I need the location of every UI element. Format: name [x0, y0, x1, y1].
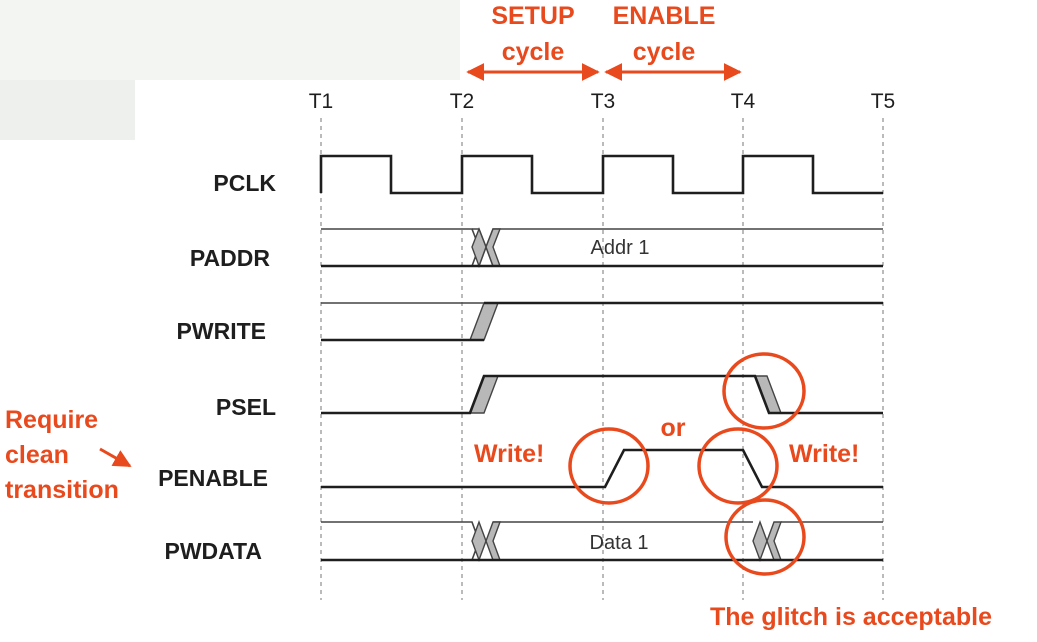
tick-t4: T4 — [731, 90, 756, 113]
tick-t3: T3 — [591, 90, 616, 113]
pclk-wave — [319, 154, 883, 195]
glitch-label: The glitch is acceptable — [710, 603, 992, 631]
signal-paddr: PADDR — [190, 245, 270, 271]
require-arrow — [99, 447, 132, 468]
require-text-2: clean — [5, 441, 69, 469]
setup-label: SETUP — [491, 2, 574, 30]
paddr-value: Addr 1 — [591, 237, 650, 259]
pwdata-glitch-circle — [724, 498, 806, 576]
signal-pwdata: PWDATA — [164, 538, 262, 564]
backdrop-strip — [0, 0, 460, 80]
enable-label: ENABLE — [613, 2, 716, 30]
psel-wave — [321, 374, 883, 415]
enable-cycle-label: cycle — [633, 38, 696, 66]
signal-pclk: PCLK — [213, 170, 276, 196]
tick-t2: T2 — [450, 90, 475, 113]
tick-t5: T5 — [871, 90, 896, 113]
tick-t1: T1 — [309, 90, 334, 113]
signal-psel: PSEL — [216, 394, 276, 420]
require-text-3: transition — [5, 476, 119, 504]
pwrite-wave — [321, 301, 883, 342]
setup-cycle-label: cycle — [502, 38, 565, 66]
require-text-1: Require — [5, 406, 98, 434]
or-label: or — [661, 414, 686, 442]
penable-wave — [321, 448, 883, 489]
signal-pwrite: PWRITE — [177, 318, 266, 344]
write-right-label: Write! — [789, 440, 859, 468]
write-left-label: Write! — [474, 440, 544, 468]
signal-penable: PENABLE — [158, 465, 268, 491]
pwdata-bus — [321, 519, 883, 563]
paddr-bus — [321, 227, 883, 269]
penable-fall-circle — [697, 427, 779, 505]
pwdata-value: Data 1 — [590, 532, 649, 554]
psel-glitch-circle — [722, 352, 806, 430]
penable-rise-circle — [568, 427, 650, 505]
